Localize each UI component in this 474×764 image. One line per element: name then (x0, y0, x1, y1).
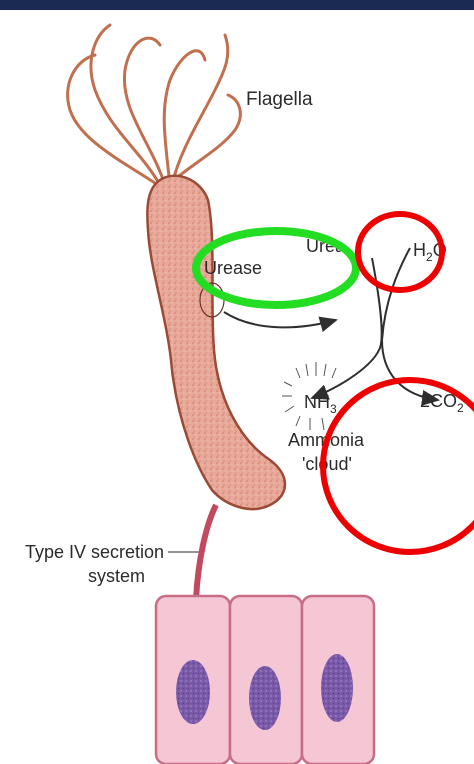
flagellum-4 (172, 35, 228, 185)
label-ammonia-cloud-2: 'cloud' (302, 454, 352, 474)
flagella-group (68, 25, 241, 185)
flagellum-1 (91, 25, 160, 185)
bacterium-body (147, 176, 285, 509)
label-flagella: Flagella (246, 89, 313, 110)
nucleus-3 (321, 654, 353, 722)
label-secretion-1: Type IV secretion (25, 542, 164, 562)
urease-arrow (224, 312, 336, 327)
label-urease: Urease (204, 258, 262, 278)
top-bar (0, 0, 474, 10)
label-ammonia: NH3 (304, 392, 337, 416)
nucleus-2 (249, 666, 281, 730)
secretion-arrow-shaft (196, 505, 216, 600)
host-cells (156, 596, 374, 764)
flagellum-5 (68, 55, 158, 185)
label-secretion-2: system (88, 566, 145, 586)
nucleus-1 (176, 660, 210, 724)
